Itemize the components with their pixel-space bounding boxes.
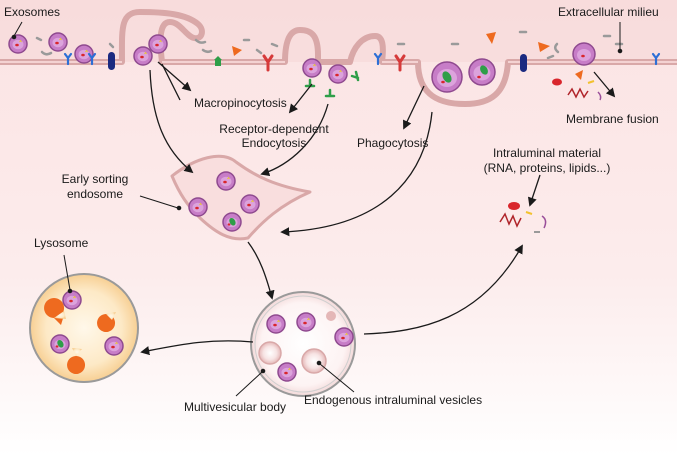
intraluminal-cargo	[499, 202, 547, 233]
label-multivesicular-body: Multivesicular body	[184, 400, 287, 414]
arrow-direct-to-endosome	[149, 69, 194, 174]
arrow-to-phagocytosis	[403, 85, 425, 130]
arrow-mvb-to-lysosome	[140, 340, 254, 356]
lysosome	[29, 273, 139, 383]
label-intraluminal-material-detail: (RNA, proteins, lipids...)	[483, 161, 611, 175]
label-macropinocytosis: Macropinocytosis	[194, 96, 287, 110]
arrow-label-to-cargo	[527, 174, 541, 207]
label-endogenous-ilv: Endogenous intraluminal vesicles	[304, 393, 483, 407]
arrow-to-macropinocytosis	[157, 61, 192, 92]
label-early-sorting: Early sorting	[61, 172, 129, 186]
early-sorting-endosome	[170, 154, 312, 241]
label-endosome: endosome	[66, 187, 124, 201]
label-receptor-dependent: Receptor-dependent	[219, 122, 329, 136]
fusing-exosome	[572, 42, 596, 66]
phagocytic-cup	[431, 58, 496, 93]
label-intraluminal-material: Intraluminal material	[492, 146, 602, 160]
arrow-mvb-to-cargo	[363, 244, 523, 335]
label-endocytosis: Endocytosis	[241, 136, 307, 150]
extracellular-fragments	[35, 30, 624, 60]
arrow-phagocytosis-to-endosome	[280, 111, 433, 237]
receptor-endocytosis-vesicles	[302, 58, 360, 98]
label-leaders	[11, 21, 623, 397]
ligands	[232, 32, 583, 80]
label-lysosome: Lysosome	[34, 236, 89, 250]
arrow-to-receptor-endocytosis	[288, 83, 313, 114]
arrow-receptor-to-endosome	[260, 103, 329, 177]
label-phagocytosis: Phagocytosis	[357, 136, 429, 150]
arrow-endosome-to-mvb	[247, 241, 275, 300]
released-cargo-fusion	[552, 78, 602, 101]
label-extracellular-milieu: Extracellular milieu	[558, 5, 659, 19]
arrow-to-membrane-fusion	[593, 71, 616, 98]
label-exosomes: Exosomes	[4, 5, 61, 19]
pathway-arrows	[140, 61, 616, 356]
arrow-exosome-to-macropinocytosis	[161, 63, 181, 101]
multivesicular-body	[250, 291, 356, 397]
membrane-receptors	[63, 52, 661, 72]
label-membrane-fusion: Membrane fusion	[566, 112, 659, 126]
